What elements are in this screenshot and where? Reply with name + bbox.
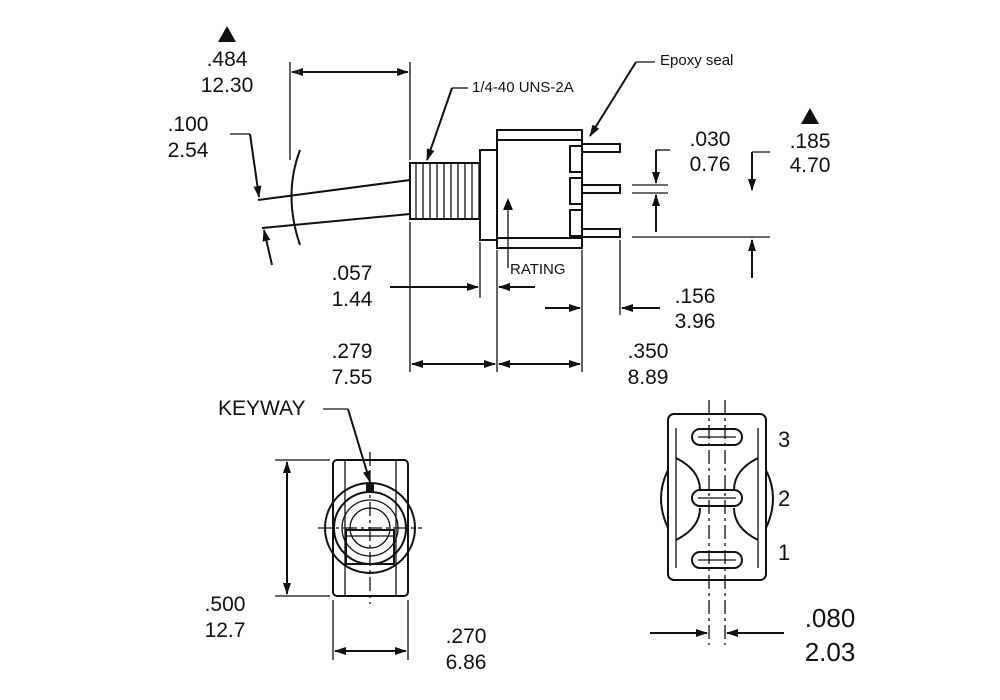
dimension-100: .100 2.54 <box>168 113 273 266</box>
dim-500-mm: 12.7 <box>205 619 246 642</box>
dim-484-inch: .484 <box>207 48 248 71</box>
bottom-view: 3 2 1 .080 2.03 <box>650 400 855 667</box>
dim-156-mm: 3.96 <box>675 310 716 333</box>
switch-body <box>496 129 621 249</box>
rating-callout: RATING <box>503 198 566 278</box>
dimension-030: .030 0.76 <box>632 128 730 232</box>
dim-030-inch: .030 <box>690 128 731 151</box>
epoxy-callout: Epoxy seal <box>589 52 733 137</box>
dim-350-inch: .350 <box>628 340 669 363</box>
dim-156-inch: .156 <box>675 285 716 308</box>
pin-label-2: 2 <box>778 486 790 511</box>
thread-callout: 1/4-40 UNS-2A <box>426 79 574 161</box>
side-view: .484 12.30 .100 2.54 1/4-40 UNS-2A Epoxy… <box>168 26 830 389</box>
dimension-156: .156 3.96 <box>545 285 715 333</box>
dim-030-mm: 0.76 <box>690 153 731 176</box>
dim-057-inch: .057 <box>332 262 373 285</box>
dim-270-mm: 6.86 <box>446 651 487 674</box>
rating-label: RATING <box>510 261 566 278</box>
dim-350-mm: 8.89 <box>628 366 669 389</box>
dim-500-inch: .500 <box>205 593 246 616</box>
dim-100-inch: .100 <box>168 113 209 136</box>
dim-080-mm: 2.03 <box>805 637 856 667</box>
threaded-bushing <box>409 149 498 241</box>
dimension-185: .185 4.70 <box>632 108 830 278</box>
dimension-350: .350 8.89 <box>498 340 669 389</box>
toggle-lever <box>257 149 411 246</box>
dimension-500: .500 12.7 <box>205 459 330 642</box>
dimension-270: .270 6.86 <box>332 600 487 674</box>
dim-185-inch: .185 <box>790 130 831 153</box>
critical-dimension-triangle-icon <box>218 26 236 42</box>
front-view: KEYWAY .500 12.7 .270 6.86 <box>205 397 487 674</box>
keyway-callout: KEYWAY <box>218 397 371 483</box>
dimension-279: .279 7.55 <box>332 340 496 389</box>
dim-057-mm: 1.44 <box>332 288 373 311</box>
dim-080-inch: .080 <box>805 603 856 633</box>
dimension-484: .484 12.30 <box>201 26 411 160</box>
pin-label-1: 1 <box>778 540 790 565</box>
critical-dimension-triangle-icon-2 <box>801 108 819 124</box>
dim-100-mm: 2.54 <box>168 139 209 162</box>
dim-279-mm: 7.55 <box>332 366 373 389</box>
dimension-057: .057 1.44 <box>332 262 535 311</box>
dimension-080: .080 2.03 <box>650 603 855 667</box>
thread-label: 1/4-40 UNS-2A <box>472 79 574 96</box>
keyway-label: KEYWAY <box>218 397 306 420</box>
dim-270-inch: .270 <box>446 625 487 648</box>
epoxy-label: Epoxy seal <box>660 52 733 69</box>
dim-279-inch: .279 <box>332 340 373 363</box>
dim-484-mm: 12.30 <box>201 74 254 97</box>
dim-185-mm: 4.70 <box>790 154 831 177</box>
pin-label-3: 3 <box>778 427 790 452</box>
